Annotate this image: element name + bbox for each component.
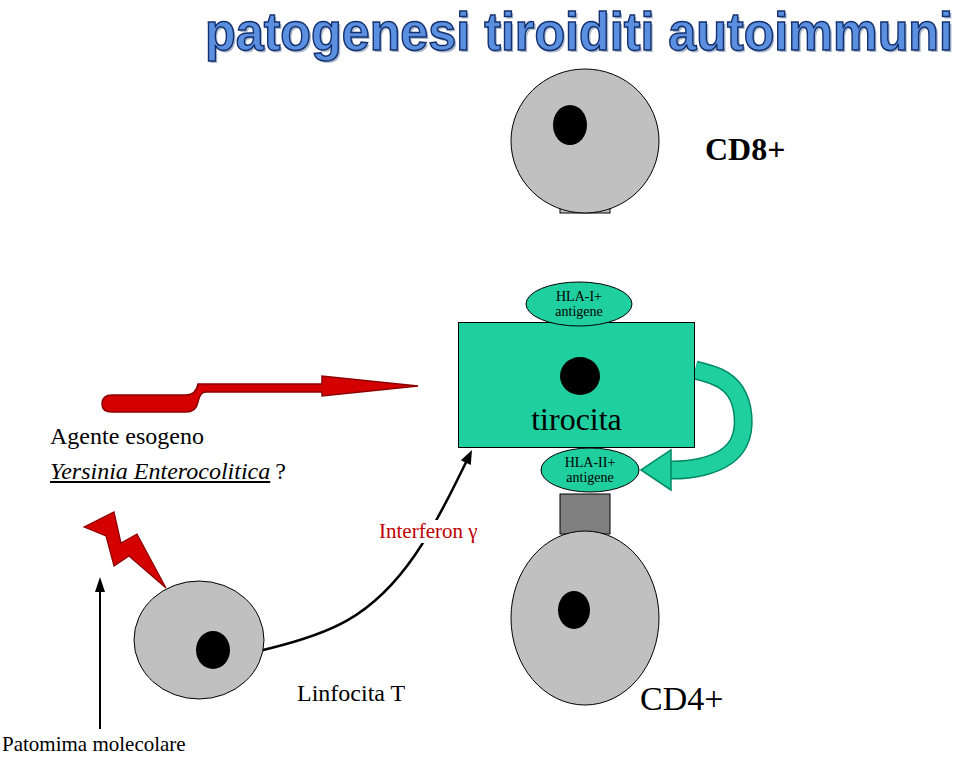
mimicry-arrow-shaft xyxy=(99,590,101,729)
exogenous-agent-arrow xyxy=(102,376,418,412)
cell-nucleus xyxy=(553,105,587,145)
node-label: HLA-I+ antigene xyxy=(548,289,610,320)
cd8-lymphocyte: CD8+ xyxy=(510,68,660,214)
cell-body xyxy=(134,581,264,699)
arrow-head xyxy=(641,450,671,490)
tcr-receptor xyxy=(560,494,610,534)
agent-label: Agente esogeno xyxy=(50,423,204,449)
hla-antigen: HLA-I+ antigene xyxy=(525,281,633,327)
arrow-head xyxy=(461,450,472,465)
mimicry-label: Patomima molecolare xyxy=(2,733,186,756)
node-label: CD8+ xyxy=(705,132,785,167)
node-shape xyxy=(510,530,660,706)
cell-nucleus xyxy=(558,591,590,629)
cell-nucleus xyxy=(196,631,230,669)
node-shape xyxy=(510,68,660,214)
antigen-ellipse xyxy=(541,448,639,492)
t-lymphocyte: Linfocita T xyxy=(133,580,265,700)
question-mark: ? xyxy=(275,458,286,484)
cd4-lymphocyte: CD4+ xyxy=(510,530,660,706)
node-label: tirocita xyxy=(458,402,695,437)
node-shape xyxy=(133,580,265,700)
mimicry-arrow-head xyxy=(95,577,105,592)
arrow-line xyxy=(255,461,467,652)
node-label: Linfocita T xyxy=(297,680,405,706)
pathogen-name: Yersinia Enterocolitica xyxy=(50,458,270,484)
node-label: CD4+ xyxy=(640,680,723,717)
connector-arrow xyxy=(255,450,472,652)
cell-nucleus xyxy=(560,357,600,395)
antigen-ellipse xyxy=(526,282,632,326)
lightning-bolt xyxy=(84,512,166,588)
slide-title: patogenesi tiroiditi autoimmuni xyxy=(205,4,953,58)
cell-body xyxy=(459,323,695,448)
edge-label: Interferon γ xyxy=(377,520,479,543)
cell-body xyxy=(511,69,659,213)
thyrocyte-box: tirocita xyxy=(458,322,695,448)
node-label: HLA-II+ antigene xyxy=(559,455,621,486)
hla-antigen: HLA-II+ antigene xyxy=(540,447,640,493)
cell-body xyxy=(511,531,659,705)
